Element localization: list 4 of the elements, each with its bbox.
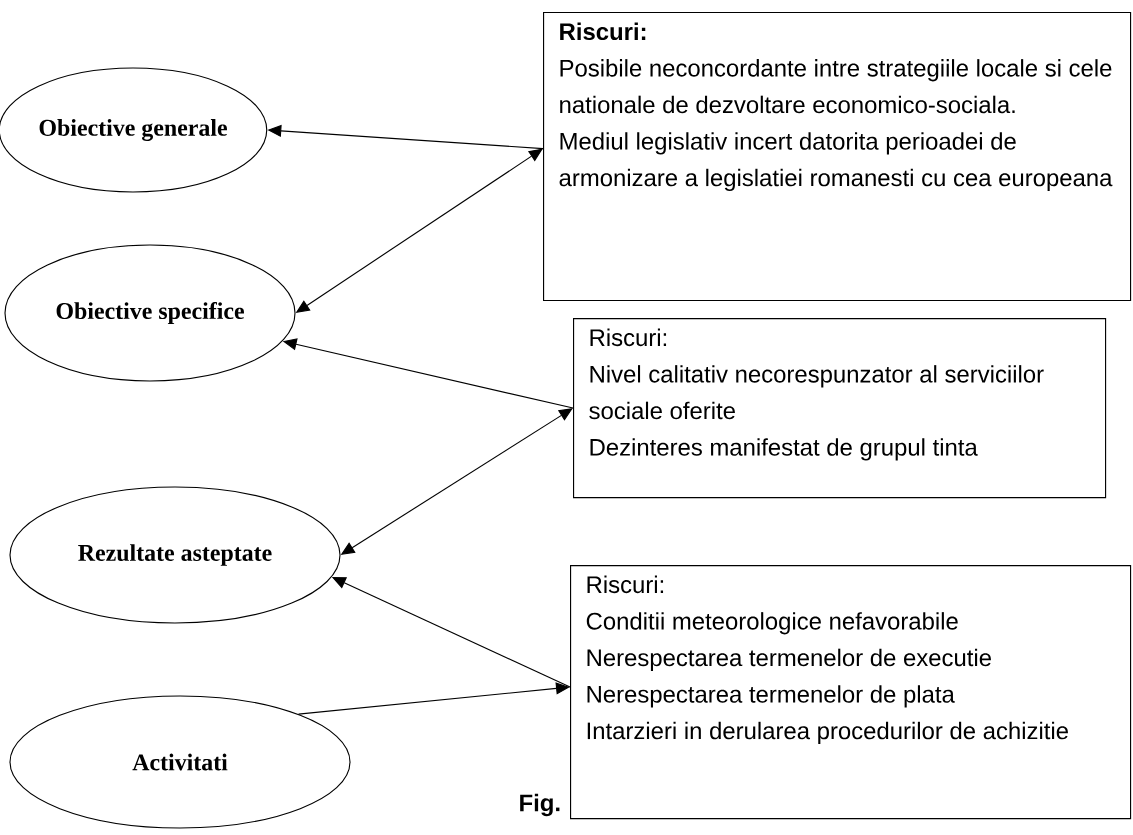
risk-box: Riscuri: Nivel calitativ necorespunzator al serviciilor sociale oferite Dezinteres manifestat de grupul tinta [573,318,1107,499]
arrow [297,682,570,715]
risk-box: Riscuri: Conditii meteorologice nefavorabile Nerespectarea termenelor de executie Nerespectarea termenelor de plata Intarzieri in derularea procedurilor de achizitie [570,565,1132,820]
risk-box: Riscuri: Posibile neconcordante intre strategiile locale si cele nationale de dezvoltare economico-sociala. Mediul legislativ incert datorita perioadei de armonizare a legislatiei romanesti cu cea europeana [543,12,1132,302]
